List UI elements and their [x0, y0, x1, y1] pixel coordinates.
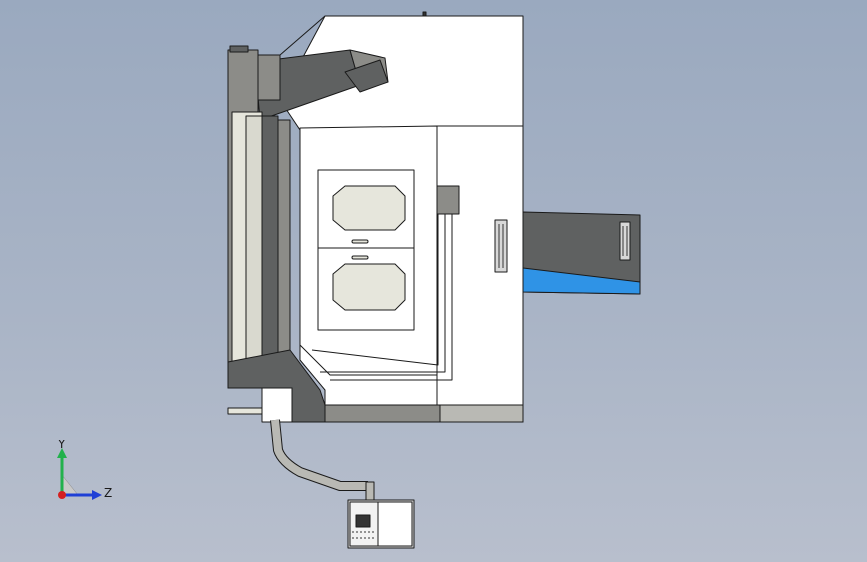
orientation-triad[interactable]: Y Z [40, 440, 120, 510]
upper-window [332, 185, 406, 231]
lower-window [332, 263, 406, 311]
z-axis-arrow-icon [92, 490, 102, 500]
pendant-screen [377, 501, 413, 547]
y-axis-label: Y [57, 440, 66, 451]
z-axis-label: Z [104, 486, 112, 500]
machine-column [227, 45, 326, 423]
front-door [299, 125, 460, 381]
side-vent-icon [619, 221, 631, 261]
door-handle-icon [351, 239, 369, 244]
control-pendant[interactable] [347, 499, 415, 549]
cable-conduit [270, 419, 375, 501]
y-axis-arrow-icon [57, 448, 67, 458]
door-handle-icon-lower [351, 255, 369, 260]
origin-icon [58, 491, 66, 499]
side-extension [522, 211, 641, 295]
panel-vent-icon [494, 219, 508, 273]
spindle-arm [249, 49, 389, 121]
